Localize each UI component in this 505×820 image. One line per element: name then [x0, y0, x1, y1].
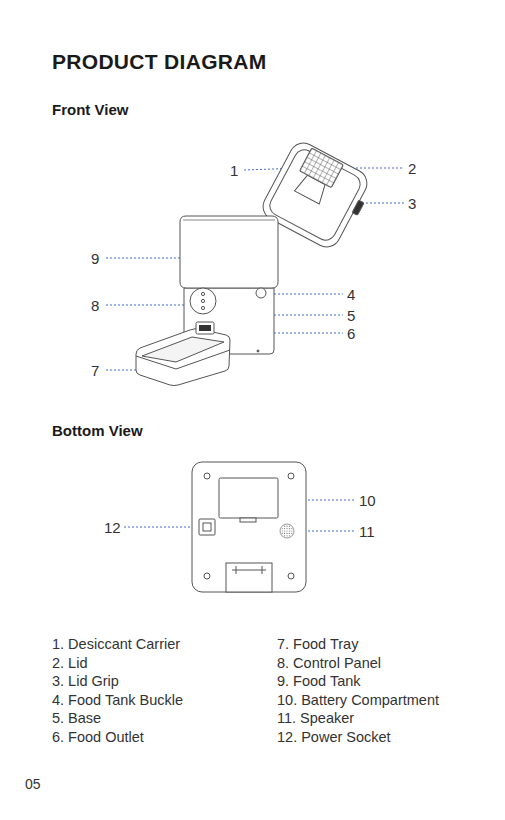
- speaker-hole: [289, 526, 290, 527]
- tray-edge: [136, 350, 230, 369]
- part-list-item: 1. Desiccant Carrier: [52, 636, 180, 653]
- speaker-hole: [289, 528, 290, 529]
- speaker-hole: [291, 533, 292, 534]
- food-tank-buckle: [256, 288, 266, 298]
- foot: [204, 573, 210, 579]
- leader-line: [124, 527, 200, 528]
- callout-number: 10: [359, 492, 376, 509]
- view-heading: Front View: [52, 101, 128, 118]
- page-title: PRODUCT DIAGRAM: [52, 50, 267, 74]
- part-list-item: 8. Control Panel: [277, 655, 381, 672]
- part-list-item: 5. Base: [52, 710, 101, 727]
- leader-line: [362, 203, 404, 204]
- speaker-hole: [282, 533, 283, 534]
- speaker-hole: [284, 526, 285, 527]
- speaker-hole: [289, 535, 290, 536]
- part-list-item: 12. Power Socket: [277, 729, 391, 746]
- speaker: [280, 524, 294, 538]
- panel-button: [201, 299, 204, 302]
- callout-number: 6: [347, 325, 355, 342]
- lid-rim: [266, 146, 363, 243]
- speaker-hole: [286, 535, 287, 536]
- callout-number: 8: [91, 297, 99, 314]
- part-list-item: 4. Food Tank Buckle: [52, 692, 183, 709]
- food-tank: [180, 216, 278, 288]
- speaker-hole: [282, 530, 283, 531]
- leader-line: [356, 168, 404, 169]
- speaker-hole: [284, 530, 285, 531]
- foot: [204, 473, 210, 479]
- callout-number: 1: [230, 162, 238, 179]
- leader-line: [266, 294, 343, 295]
- speaker-hole: [284, 533, 285, 534]
- view-heading: Bottom View: [52, 422, 143, 439]
- panel-button: [201, 292, 204, 295]
- leader-line: [106, 305, 190, 306]
- speaker-hole: [286, 528, 287, 529]
- part-list-item: 7. Food Tray: [277, 636, 358, 653]
- tank-rim: [183, 220, 275, 221]
- part-list-item: 6. Food Outlet: [52, 729, 144, 746]
- part-list-item: 11. Speaker: [277, 710, 354, 727]
- bottom-view: [192, 462, 306, 592]
- speaker-holes: [282, 526, 293, 537]
- power-socket: [199, 519, 215, 535]
- outlet-opening: [199, 325, 211, 331]
- callout-number: 12: [104, 519, 121, 536]
- part-list-item: 3. Lid Grip: [52, 673, 119, 690]
- speaker-hole: [289, 533, 290, 534]
- bump-detail: [232, 566, 266, 574]
- callout-number: 7: [91, 362, 99, 379]
- page-number: 05: [25, 776, 41, 792]
- food-outlet: [196, 322, 214, 334]
- speaker-hole: [286, 533, 287, 534]
- speaker-hole: [289, 530, 290, 531]
- foot: [288, 573, 294, 579]
- part-list-item: 10. Battery Compartment: [277, 692, 439, 709]
- panel-button: [201, 306, 204, 309]
- food-tray: [136, 329, 230, 386]
- speaker-hole: [284, 528, 285, 529]
- lid-grip: [352, 200, 364, 215]
- callout-number: 3: [408, 195, 416, 212]
- tray-bowl: [142, 337, 224, 362]
- callout-number: 2: [408, 160, 416, 177]
- control-panel: [190, 288, 216, 314]
- callout-number: 11: [359, 523, 375, 540]
- foot: [288, 473, 294, 479]
- speaker-hole: [284, 535, 285, 536]
- battery-compartment: [219, 478, 278, 518]
- bottom-outline: [192, 462, 306, 592]
- speaker-hole: [291, 528, 292, 529]
- callout-number: 9: [91, 250, 99, 267]
- speaker-hole: [282, 528, 283, 529]
- part-list-item: 2. Lid: [52, 655, 87, 672]
- speaker-hole: [291, 530, 292, 531]
- base-bump: [226, 563, 272, 592]
- desiccant-carrier: [299, 148, 343, 188]
- base-dot: [257, 350, 259, 352]
- callout-number: 5: [347, 307, 355, 324]
- speaker-hole: [286, 526, 287, 527]
- socket-pin: [203, 523, 211, 531]
- callout-number: 4: [347, 286, 355, 303]
- feeder-body: [136, 216, 278, 386]
- speaker-hole: [286, 530, 287, 531]
- part-list-item: 9. Food Tank: [277, 673, 361, 690]
- battery-latch: [240, 518, 256, 522]
